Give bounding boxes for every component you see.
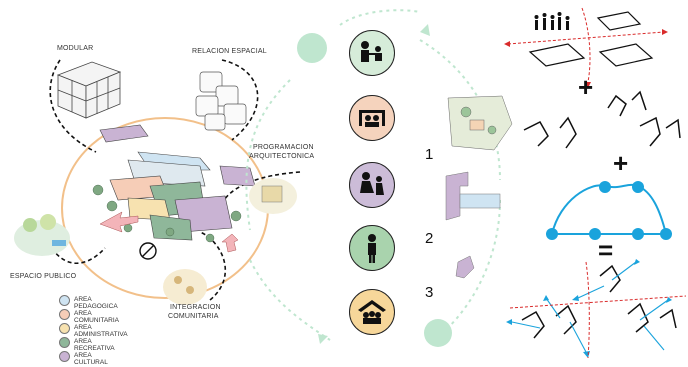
community-vignette	[163, 269, 207, 305]
network-graph	[546, 181, 672, 240]
person-icon	[349, 225, 395, 271]
programacion-label: PROGRAMACION	[253, 144, 314, 151]
legend-label: AREA COMUNITARIA	[74, 310, 120, 324]
legend-label: AREA ADMINISTRATIVA	[74, 324, 128, 338]
legend-swatch	[59, 323, 70, 334]
mint-node-bottom	[424, 319, 452, 347]
legend-swatch	[59, 351, 70, 362]
site-parcels	[528, 11, 654, 67]
arquitectonica-label: ARQUITECTONICA	[249, 153, 315, 160]
trees	[92, 184, 242, 243]
espacio-publico-label: ESPACIO PUBLICO	[10, 273, 77, 280]
site-plan-image	[447, 95, 513, 151]
plus-sign-1: +	[578, 72, 594, 102]
shelter-icon	[349, 289, 395, 335]
community-icon	[349, 95, 395, 141]
mint-node-top	[297, 33, 327, 63]
mint-arcs	[245, 9, 501, 341]
legend-label: AREA CULTURAL	[74, 352, 108, 366]
legend-swatch	[59, 295, 70, 306]
north-icon	[139, 242, 157, 260]
shape-2	[455, 255, 475, 279]
program-vignette	[249, 178, 297, 214]
access-arrow-right	[221, 233, 239, 253]
number-2: 2	[425, 230, 434, 247]
result-blue-arrows	[511, 261, 669, 353]
modular-label: MODULAR	[57, 45, 94, 52]
legend-label: AREA PEDAGOGICA	[74, 296, 118, 310]
legend-swatch	[59, 337, 70, 348]
number-3: 3	[425, 284, 434, 301]
equals-sign: =	[598, 235, 614, 265]
teaching-icon	[349, 30, 395, 76]
red-axes	[507, 7, 665, 83]
number-1: 1	[425, 146, 434, 163]
legend-label: AREA RECREATIVA	[74, 338, 115, 352]
comunitaria-label: COMUNITARIA	[168, 313, 219, 320]
integracion-label: INTEGRACION	[170, 304, 221, 311]
building-massing	[99, 124, 256, 241]
shape-1	[445, 171, 501, 221]
module-brackets	[523, 90, 681, 149]
dancing-icon	[349, 162, 395, 208]
public-space-vignette	[14, 214, 70, 256]
result-brackets	[521, 264, 677, 339]
spatial-relation-icon	[195, 71, 247, 131]
people-icons	[534, 12, 570, 30]
plus-sign-2: +	[613, 148, 629, 178]
modular-block-icon	[56, 61, 122, 119]
legend-swatch	[59, 309, 70, 320]
relacion-espacial-label: RELACION ESPACIAL	[192, 48, 267, 55]
access-arrow	[99, 211, 139, 233]
